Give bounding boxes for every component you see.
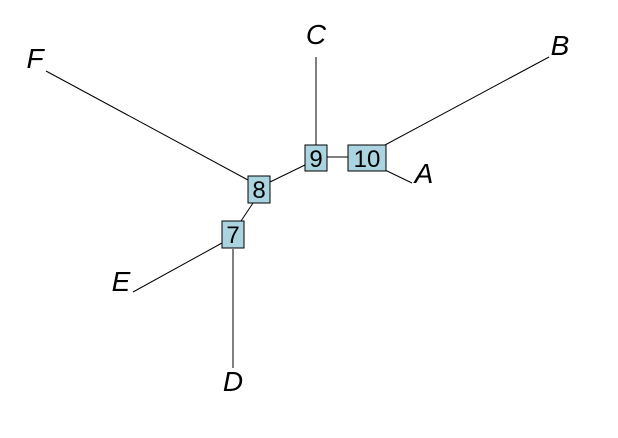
leaf-label-B: B [551, 30, 570, 61]
node-box [247, 175, 271, 204]
internal-node-10: 10 [347, 144, 387, 173]
node-box [304, 144, 328, 172]
node-label: 10 [354, 146, 381, 173]
node-label: 8 [252, 177, 265, 204]
leaf-label-E: E [112, 266, 131, 297]
edge-7-E [132, 242, 223, 293]
node-box [221, 220, 245, 249]
leaf-label-F: F [26, 43, 45, 74]
internal-node-9: 9 [304, 144, 328, 173]
node-label: 9 [309, 146, 322, 173]
internal-node-7: 7 [221, 220, 245, 249]
leaf-label-D: D [223, 366, 243, 397]
edge-10-B [384, 56, 550, 146]
node-box [347, 144, 387, 172]
edge-9-8 [269, 164, 306, 183]
leaf-label-C: C [306, 19, 327, 50]
edge-10-A [384, 169, 413, 184]
edge-8-F [45, 70, 249, 181]
internal-node-8: 8 [247, 175, 271, 204]
node-label: 7 [226, 222, 239, 249]
leaf-label-A: A [413, 158, 434, 189]
tree-edges [45, 56, 550, 368]
edge-8-7 [240, 202, 254, 222]
